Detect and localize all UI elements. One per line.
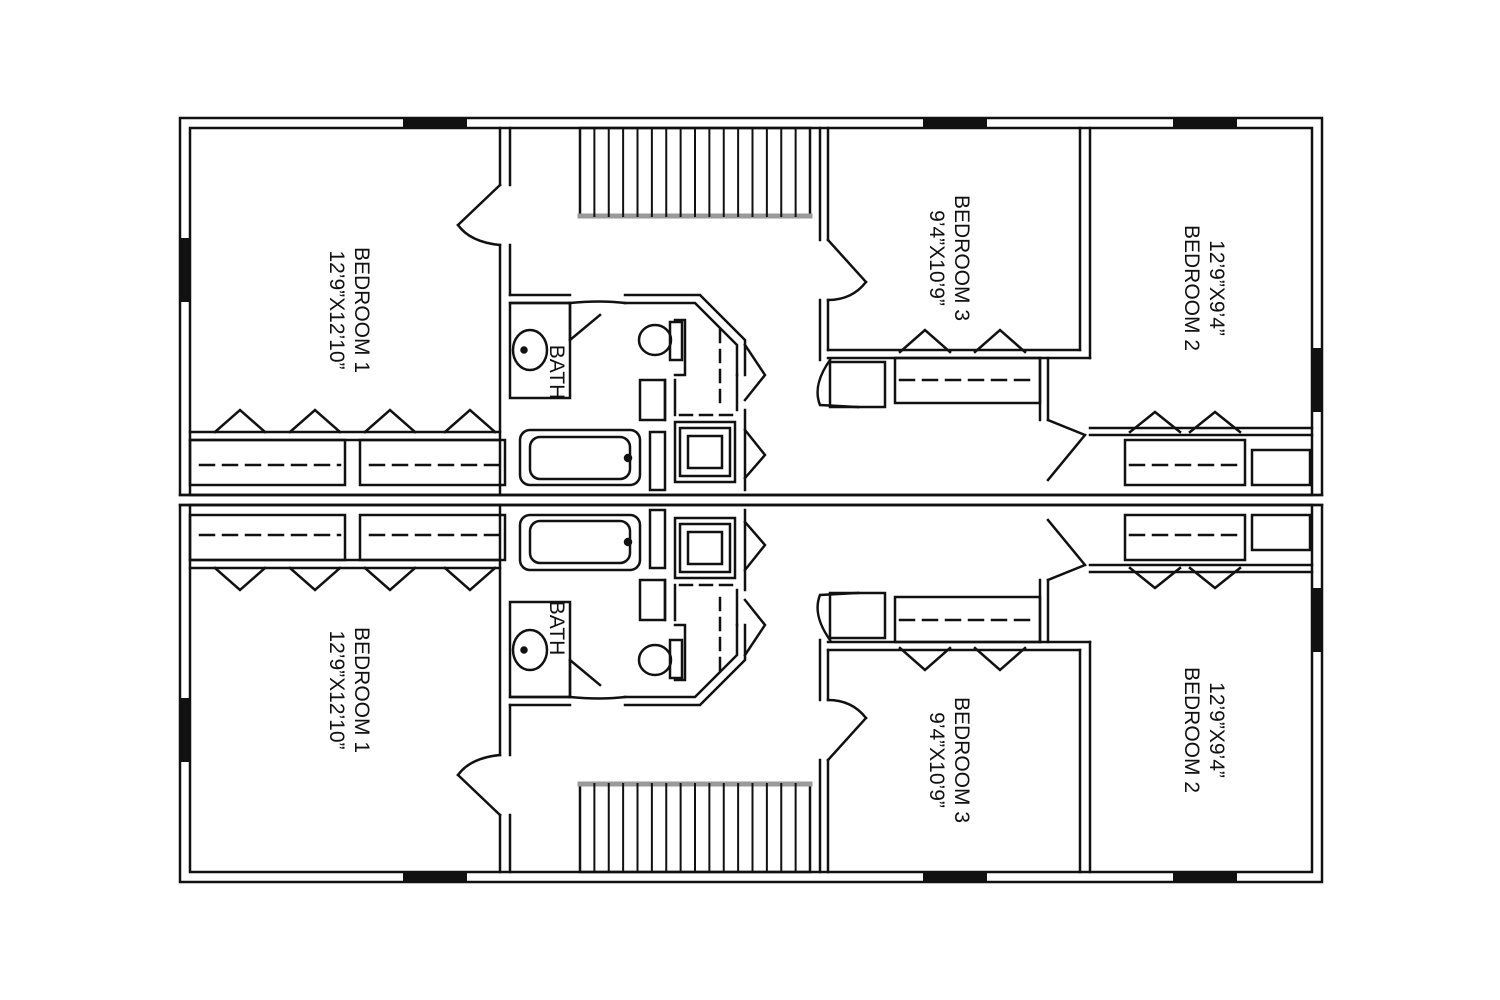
bedroom3-upper-name: BEDROOM 3 — [950, 195, 973, 321]
bath-walls — [508, 508, 747, 707]
door-swing-icon — [456, 183, 1088, 482]
sink-icon — [511, 328, 549, 372]
bedroom3-lower-name: BEDROOM 3 — [950, 697, 973, 823]
bedroom1-lower-dims: 12’9”X12’10” — [325, 630, 348, 749]
bathtub-icon — [518, 513, 642, 572]
toilet-icon — [637, 638, 684, 680]
stair-icon — [577, 781, 813, 874]
washer-icon — [678, 522, 732, 574]
bedroom2-upper-name: BEDROOM 2 — [1180, 225, 1203, 351]
bath-upper-label: BATH — [545, 345, 568, 399]
bedroom2-upper-dims: 12’9”X9’4” — [1205, 240, 1228, 336]
lower-unit — [178, 503, 1324, 884]
bedroom2-lower-name: BEDROOM 2 — [1180, 667, 1203, 793]
bedroom3-upper-dims: 9’4”X10’9” — [925, 210, 948, 306]
bedroom2-lower-dims: 12’9”X9’4” — [1205, 682, 1228, 778]
bedroom3-lower-dims: 9’4”X10’9” — [925, 712, 948, 808]
window-icon — [181, 119, 1321, 412]
room-labels: 12’9”X12’10” BEDROOM 1 9’4”X10’9” BEDROO… — [325, 195, 1228, 823]
stair-icon — [577, 126, 813, 219]
party-wall — [178, 493, 1324, 507]
bedroom1-upper-dims: 12’9”X12’10” — [325, 250, 348, 369]
toilet-icon — [637, 320, 684, 362]
sink-icon — [511, 628, 549, 672]
door-swing-icon — [456, 518, 1088, 817]
bathtub-icon — [518, 428, 642, 487]
bedroom1-lower-name: BEDROOM 1 — [350, 627, 373, 753]
window-icon — [181, 588, 1321, 881]
upper-unit — [178, 116, 1324, 497]
washer-icon — [678, 426, 732, 478]
bath-lower-label: BATH — [545, 601, 568, 655]
bedroom1-upper-name: BEDROOM 1 — [350, 247, 373, 373]
closet-bifold-icon — [188, 328, 1312, 487]
